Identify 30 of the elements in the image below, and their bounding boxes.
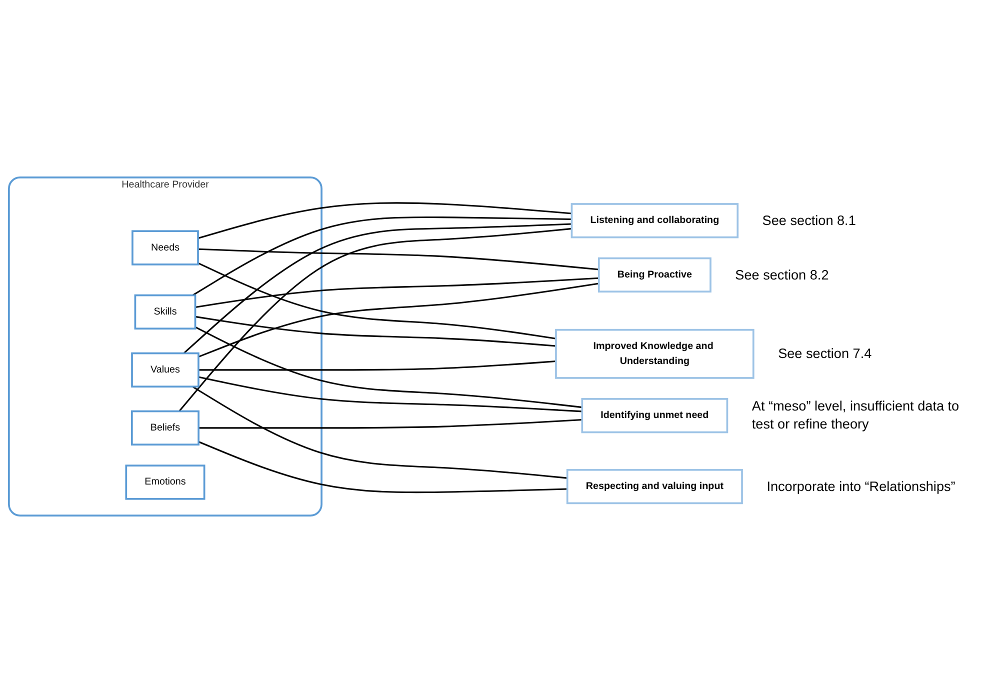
node-box: Emotions	[125, 464, 206, 500]
connector	[198, 360, 556, 371]
node-box: Listening and collaborating	[570, 203, 739, 238]
connector	[183, 223, 572, 354]
node-box: Values	[131, 352, 200, 388]
connector	[198, 418, 582, 429]
connector	[198, 262, 556, 340]
node-box: Skills	[134, 294, 196, 330]
connector	[198, 202, 572, 239]
node-box: Being Proactive	[598, 257, 712, 293]
connector	[195, 277, 599, 308]
node-box: Needs	[132, 230, 199, 266]
side-note: See section 8.2	[735, 266, 829, 284]
connector	[195, 316, 556, 347]
node-box: Respecting and valuing input	[566, 468, 743, 504]
connector	[198, 376, 582, 412]
node-box: Identifying unmet need	[581, 398, 728, 434]
side-note: See section 8.1	[762, 212, 856, 230]
node-box: Improved Knowledge and Understanding	[555, 328, 754, 379]
connector	[198, 441, 568, 494]
side-note: At “meso” level, insufficient data to test or refine theory	[752, 398, 960, 434]
connector	[192, 386, 568, 479]
node-box: Beliefs	[130, 410, 200, 446]
side-note: Incorporate into “Relationships”	[766, 478, 956, 496]
connector	[198, 248, 599, 270]
connector	[198, 282, 599, 358]
connector	[178, 228, 572, 412]
connector	[194, 326, 582, 408]
connector	[192, 216, 572, 296]
side-note: See section 7.4	[778, 345, 872, 363]
